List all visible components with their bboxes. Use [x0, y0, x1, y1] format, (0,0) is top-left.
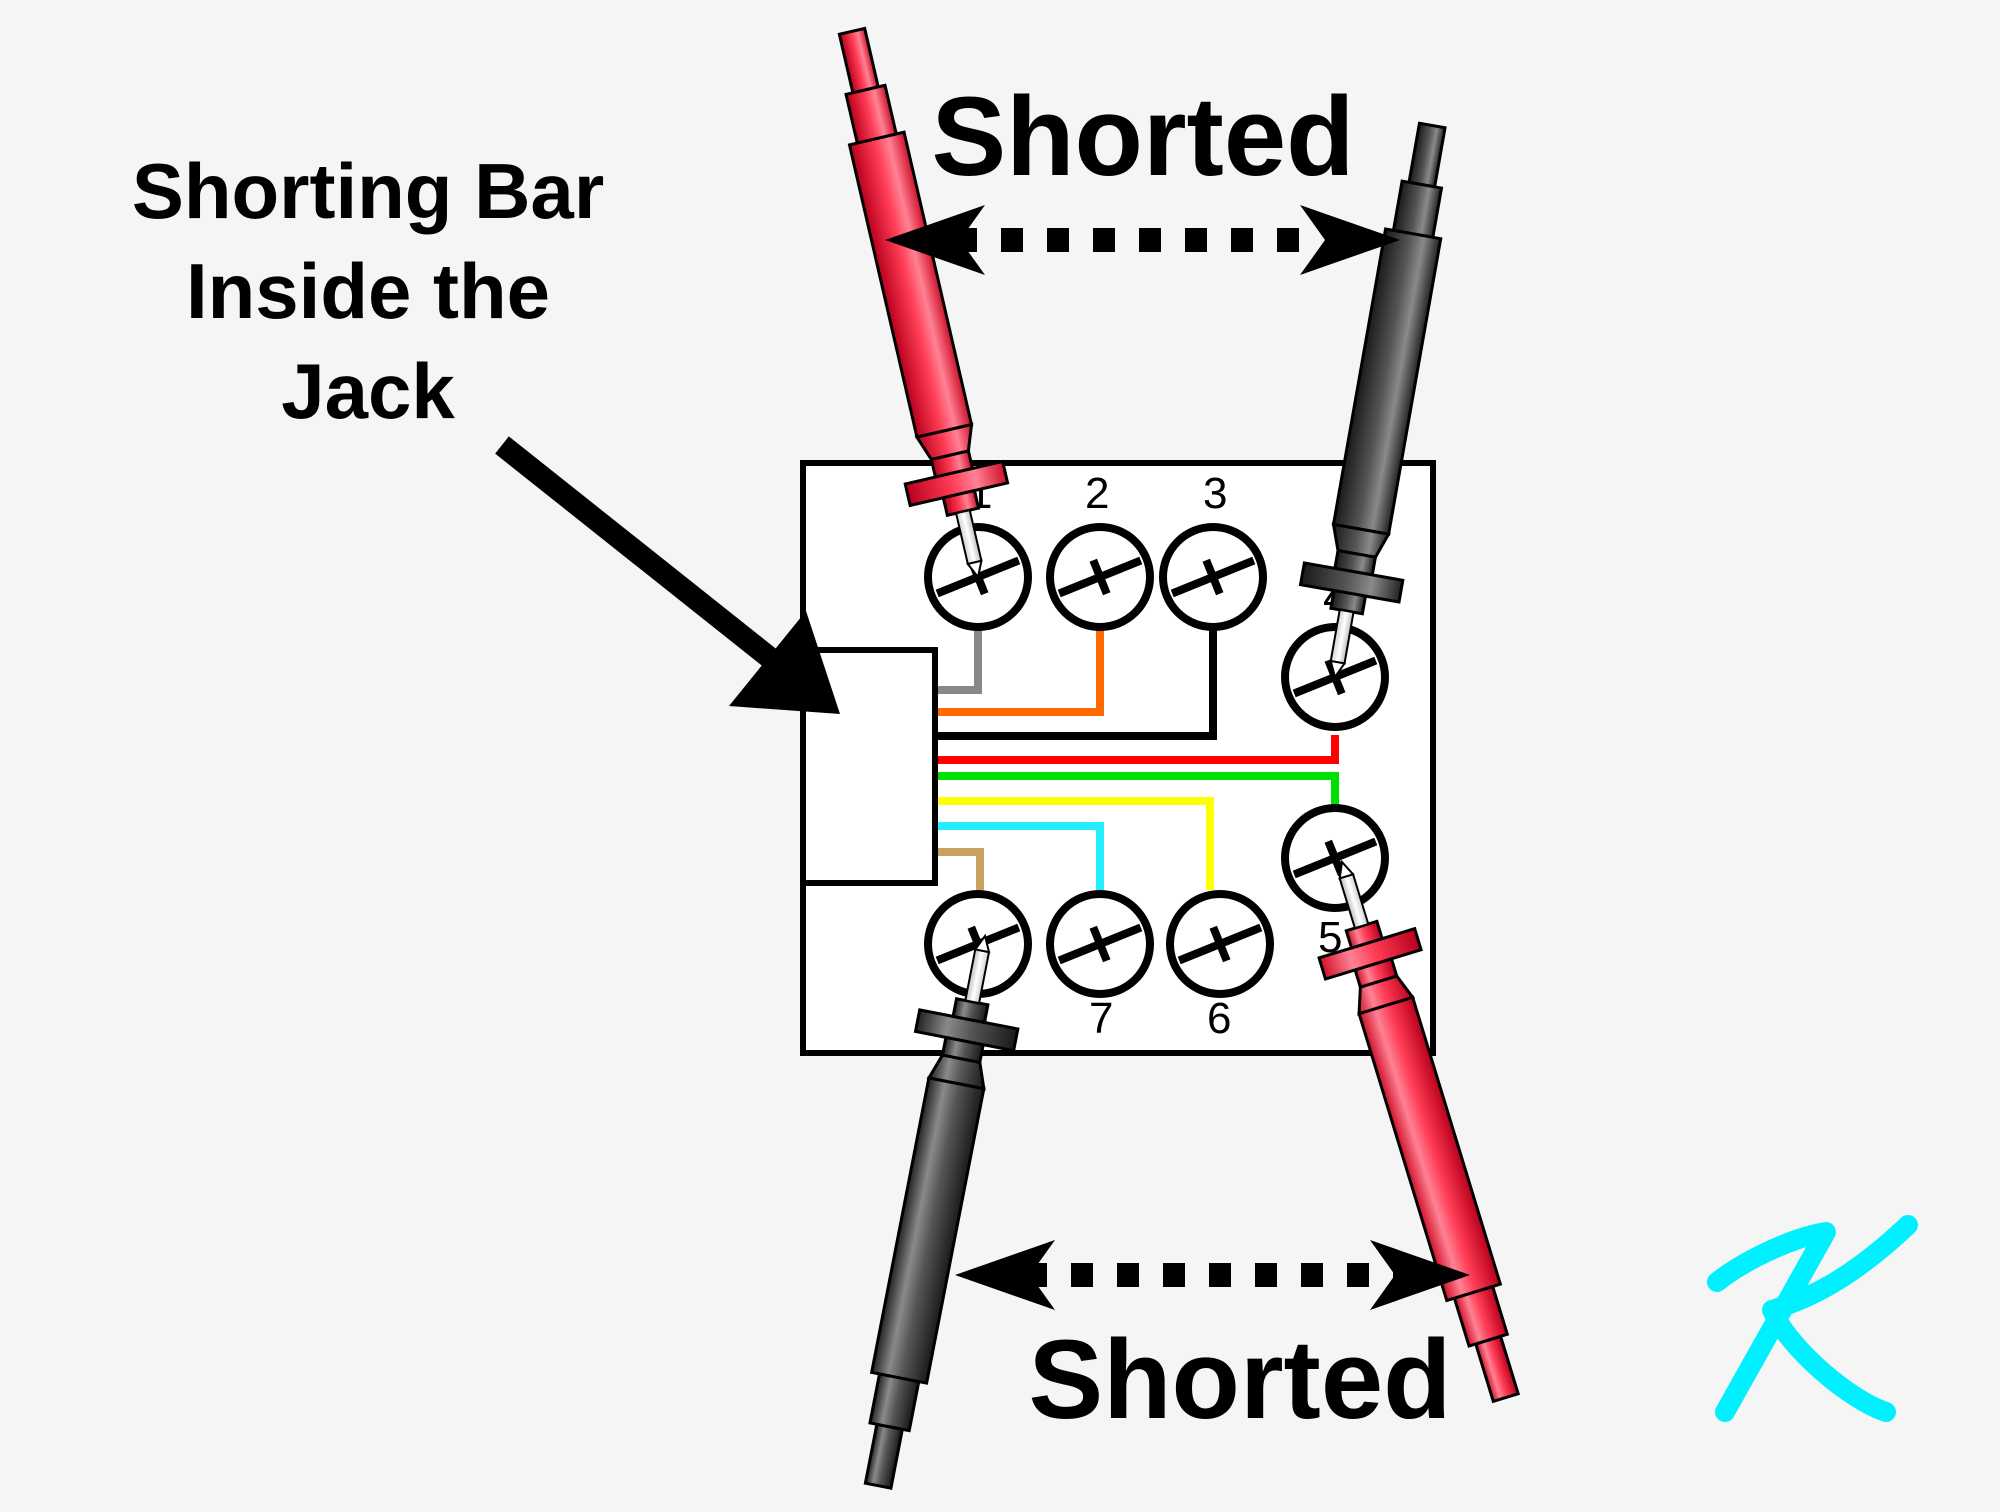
wire-6: [935, 797, 1214, 890]
k-logo-icon: [1707, 1215, 1918, 1422]
terminal-number-6: 6: [1207, 994, 1231, 1043]
shorting-bar-label-line-3: Jack: [281, 347, 455, 435]
shorted-label-bottom: Shorted: [1028, 1317, 1451, 1442]
screw-terminals: [924, 523, 1389, 998]
shorting-bar-label: Shorting Bar Inside the Jack: [132, 147, 604, 435]
terminal-number-3: 3: [1203, 469, 1227, 518]
wire-1: [935, 625, 982, 694]
screw-terminal-3: [1159, 523, 1267, 631]
wire-2: [935, 625, 1104, 716]
wire-3: [935, 625, 1217, 740]
screw-terminal-2: [1046, 523, 1154, 631]
shorting-bar-label-line-2: Inside the: [186, 247, 550, 335]
wires: [935, 625, 1339, 890]
wire-7: [935, 822, 1104, 890]
shorted-label-top: Shorted: [931, 74, 1354, 199]
terminal-number-7: 7: [1089, 994, 1113, 1043]
shorted-arrow-top: [885, 205, 1400, 275]
screw-terminal-7: [1046, 890, 1154, 998]
wire-5: [935, 772, 1339, 808]
shorted-arrow-bottom: [955, 1240, 1470, 1310]
wire-8: [935, 848, 984, 890]
screw-terminal-6: [1166, 890, 1274, 998]
wire-4: [935, 735, 1339, 764]
pointer-arrow: [495, 436, 840, 714]
screw-terminal-5: [1281, 804, 1389, 912]
terminal-number-2: 2: [1085, 469, 1109, 518]
shorting-bar-label-line-1: Shorting Bar: [132, 147, 604, 235]
